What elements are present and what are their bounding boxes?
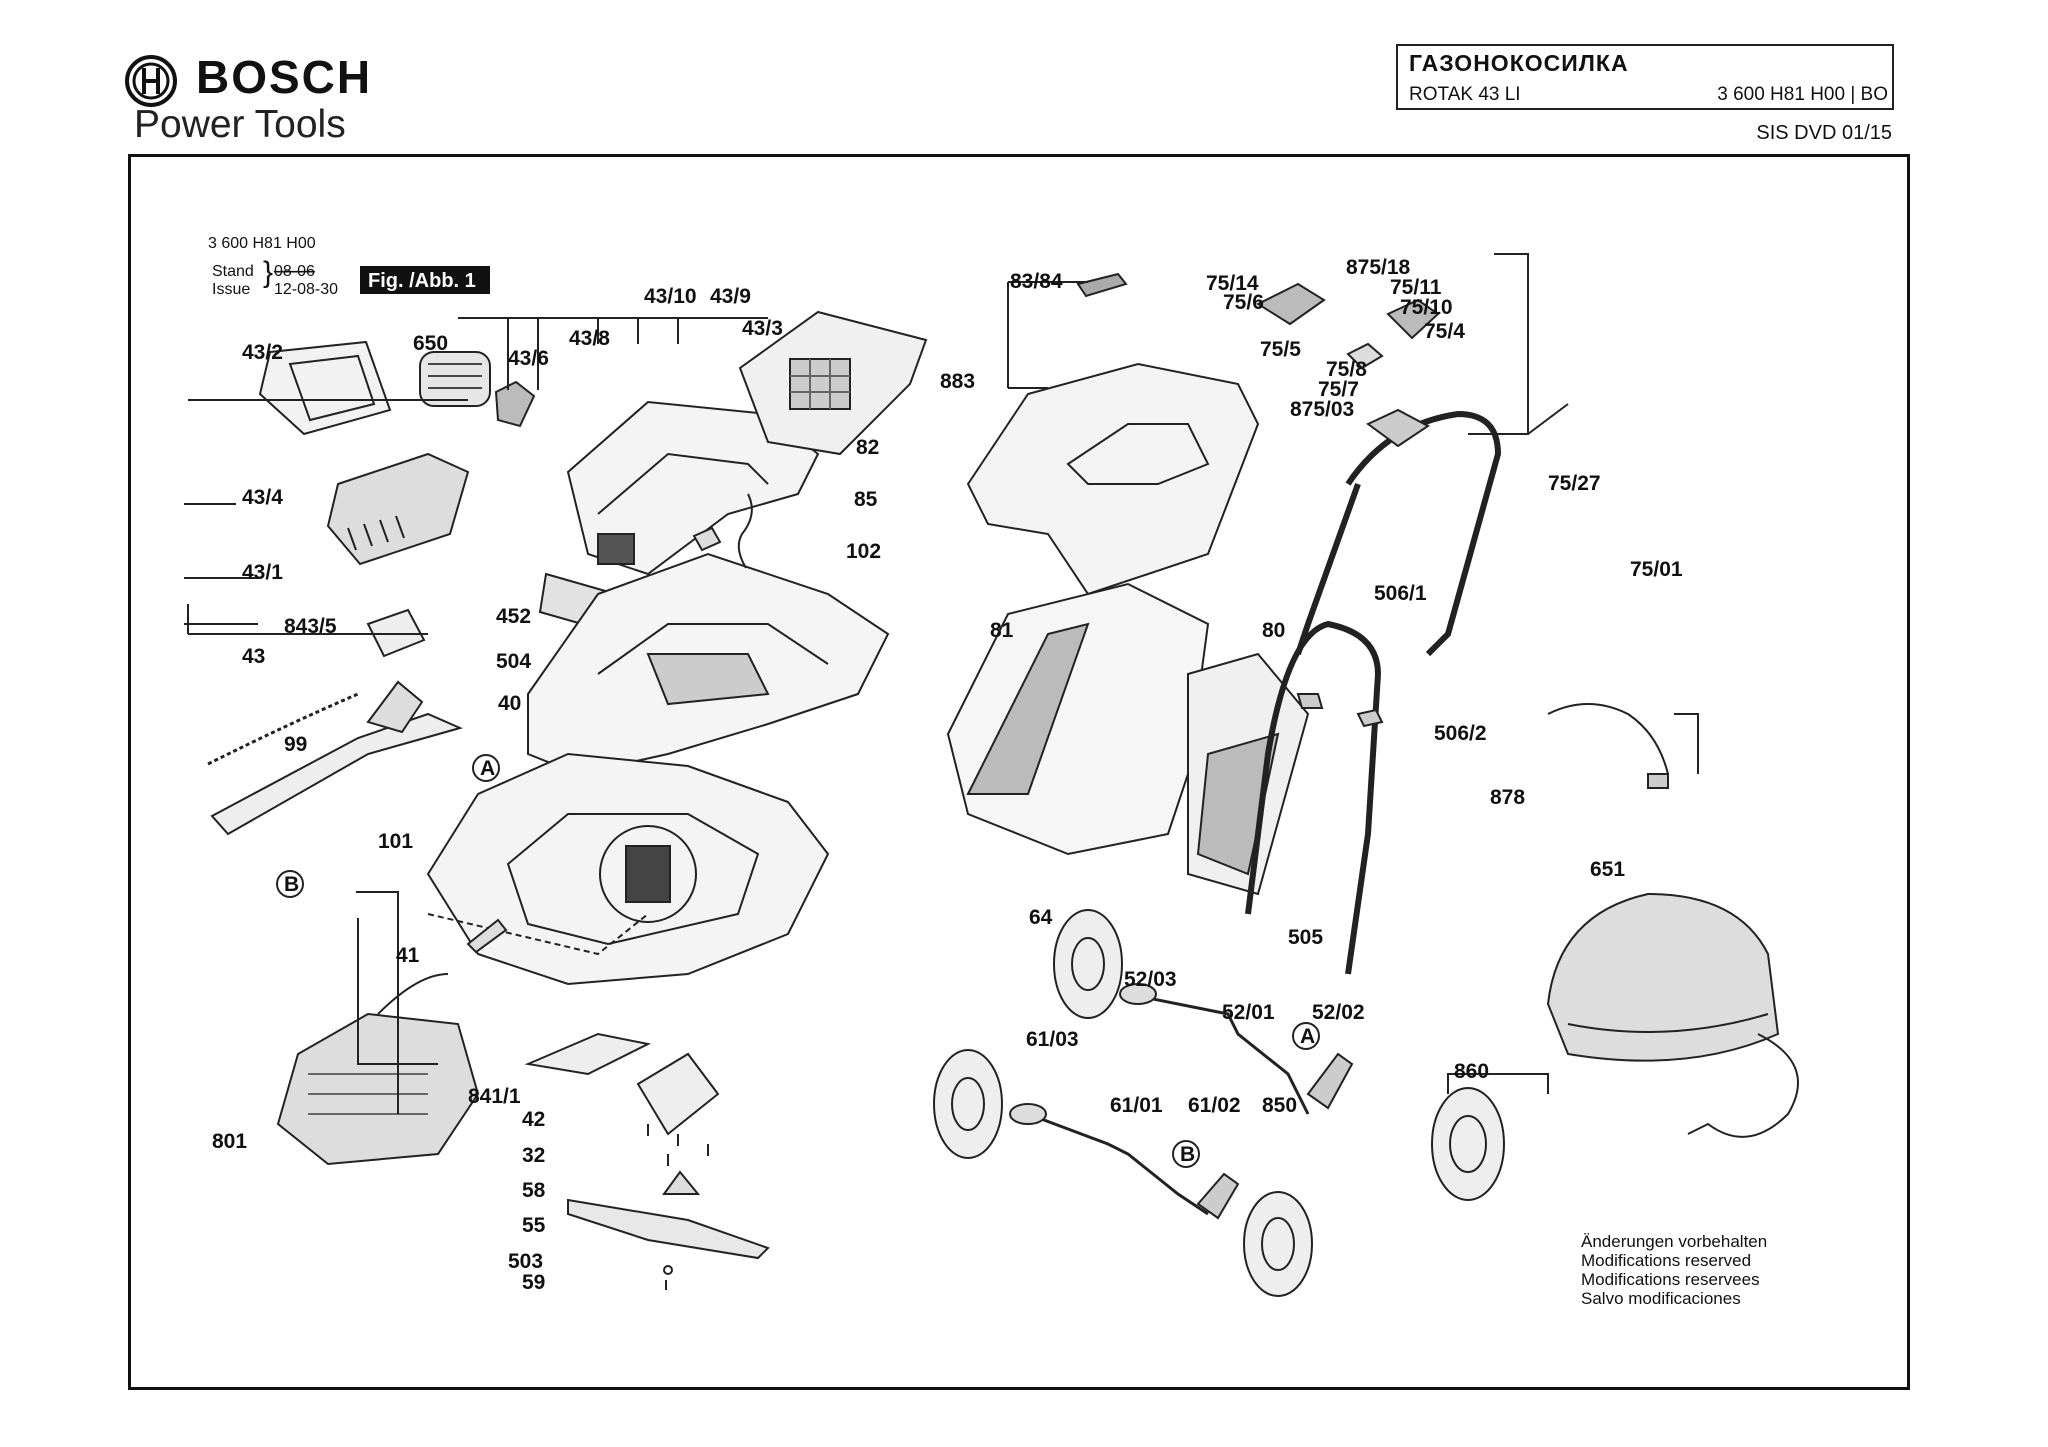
callout-label: 43/10 — [644, 285, 697, 308]
stand-label: Stand — [212, 263, 254, 280]
modifications-note: Änderungen vorbehalten Modifications res… — [1581, 1232, 1767, 1308]
callout-label: 80 — [1262, 619, 1285, 642]
sis-reference: SIS DVD 01/15 — [1756, 122, 1892, 144]
callout-label: 82 — [856, 436, 879, 459]
callout-label: 52/01 — [1222, 1001, 1275, 1024]
callout-label: 75/27 — [1548, 472, 1601, 495]
svg-text:}: } — [263, 256, 273, 289]
callout-label: 101 — [378, 830, 413, 853]
callout-label: 58 — [522, 1179, 546, 1202]
callout-label: 43/6 — [508, 347, 549, 370]
callout-label: 64 — [1029, 906, 1053, 929]
ref-marker-b: B — [284, 873, 299, 896]
callout-label: 860 — [1454, 1060, 1489, 1083]
brand-tagline: Power Tools — [134, 103, 346, 146]
note-line: Änderungen vorbehalten — [1581, 1232, 1768, 1251]
callout-label: 75/10 — [1400, 296, 1453, 319]
callout-label: 651 — [1590, 858, 1625, 881]
callout-label: 878 — [1490, 786, 1525, 809]
note-line: Modifications reserved — [1581, 1251, 1752, 1270]
callout-label: 875/18 — [1346, 256, 1411, 279]
title-block — [1396, 44, 1894, 110]
ref-marker-a: A — [480, 757, 495, 780]
callout-label: 75/5 — [1260, 338, 1301, 361]
callout-label: 841/1 — [468, 1085, 521, 1108]
callout-label: 40 — [498, 692, 521, 715]
callout-label: 32 — [522, 1144, 545, 1167]
callout-label: 75/11 — [1390, 276, 1442, 299]
figure-label: Fig. /Abb. 1 — [368, 270, 476, 292]
part-code: 3 600 H81 H00 | BO — [1717, 84, 1888, 105]
callout-label: 75/14 — [1206, 272, 1259, 295]
old-date: 08-06 — [274, 263, 315, 280]
callout-label: 875/03 — [1290, 398, 1354, 421]
callout-label: 83/84 — [1010, 270, 1063, 293]
callout-label: 75/7 — [1318, 378, 1359, 401]
callout-label: 505 — [1288, 926, 1323, 949]
callout-label: 850 — [1262, 1094, 1297, 1117]
bosch-logo-icon — [124, 54, 178, 108]
callout-label: 52/03 — [1124, 968, 1177, 991]
callout-label: 75/4 — [1424, 320, 1465, 343]
callout-label: 61/01 — [1110, 1094, 1163, 1117]
callout-label: 61/02 — [1188, 1094, 1241, 1117]
callout-label: 75/8 — [1326, 358, 1367, 381]
callout-label: 843/5 — [284, 615, 337, 638]
callout-label: 43/2 — [242, 341, 283, 364]
callout-label: 55 — [522, 1214, 546, 1237]
callout-label: 61/03 — [1026, 1028, 1079, 1051]
callout-label: 81 — [990, 619, 1014, 642]
brand-name: BOSCH — [196, 51, 373, 103]
ref-marker-a: A — [1300, 1025, 1315, 1048]
issue-date: 12-08-30 — [274, 281, 338, 298]
note-line: Modifications reservees — [1581, 1270, 1760, 1289]
callout-label: 102 — [846, 540, 881, 563]
exploded-parts-diagram: A B A B 3 600 H81 H00 Stand Issue 08-06 … — [184, 235, 1799, 1297]
callout-label: 801 — [212, 1130, 247, 1153]
callout-label: 42 — [522, 1108, 545, 1131]
diagram-frame — [128, 154, 1910, 1390]
ref-marker-b: B — [1180, 1143, 1195, 1166]
product-name: ГАЗОНОКОСИЛКА — [1409, 50, 1629, 76]
callout-label: 43/9 — [710, 285, 751, 308]
callout-label: 503 — [508, 1250, 543, 1273]
model-name: ROTAK 43 LI — [1409, 84, 1521, 105]
callout-label: 506/2 — [1434, 722, 1487, 745]
callout-label: 504 — [496, 650, 531, 673]
callout-label: 99 — [284, 733, 307, 756]
callout-label: 85 — [854, 488, 878, 511]
callout-label: 59 — [522, 1271, 545, 1294]
callout-label: 43/3 — [742, 317, 783, 340]
callout-label: 883 — [940, 370, 975, 393]
note-line: Salvo modificaciones — [1581, 1289, 1741, 1308]
callout-label: 75/01 — [1630, 558, 1683, 581]
callout-label: 650 — [413, 332, 448, 355]
callout-label: 452 — [496, 605, 531, 628]
callout-label: 43/8 — [569, 327, 610, 350]
callout-label: 75/6 — [1223, 291, 1264, 314]
callout-label: 43/4 — [242, 486, 283, 509]
callout-label: 43/1 — [242, 561, 283, 584]
callout-label: 41 — [396, 944, 420, 967]
callout-label: 43 — [242, 645, 265, 668]
figure-part-number: 3 600 H81 H00 — [208, 235, 316, 252]
callout-label: 52/02 — [1312, 1001, 1365, 1024]
callout-label: 506/1 — [1374, 582, 1427, 605]
issue-label: Issue — [212, 281, 250, 298]
